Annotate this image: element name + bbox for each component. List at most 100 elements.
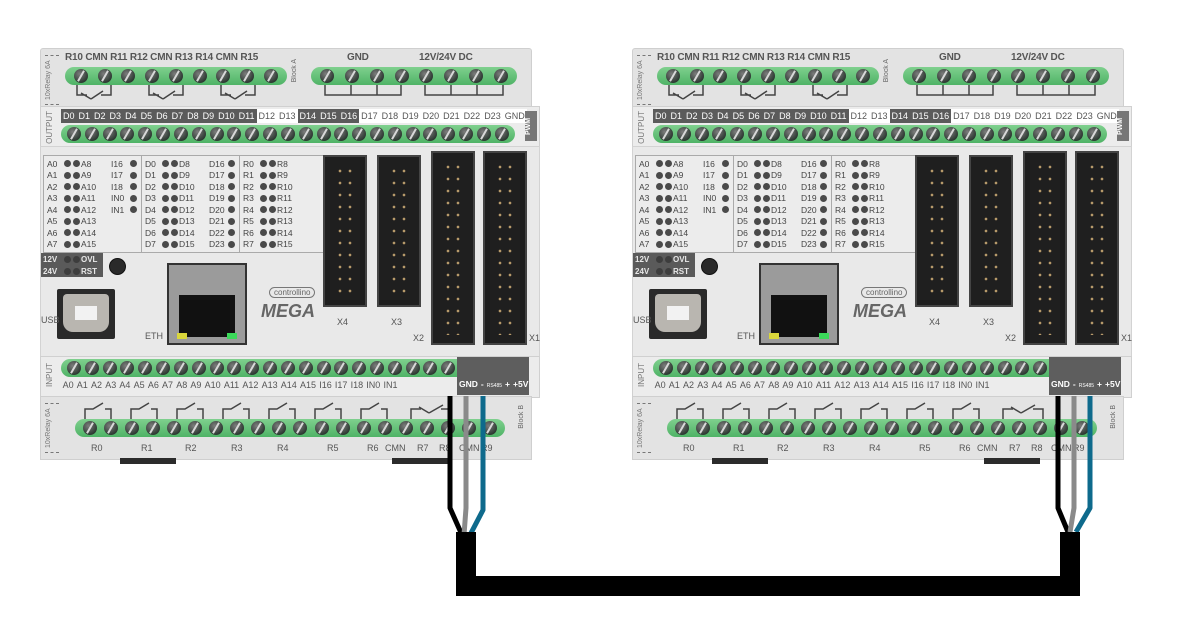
power-terminal-strip xyxy=(311,67,517,85)
output-pin-label: D5 xyxy=(138,109,155,123)
reset-button[interactable] xyxy=(701,258,718,275)
output-pin-label: D11 xyxy=(236,109,257,123)
rs485-minus-label: - xyxy=(480,379,484,389)
bottom-relay-label: R3 xyxy=(823,443,835,453)
output-pin-label: D3 xyxy=(107,109,124,123)
header-x1[interactable] xyxy=(1075,151,1119,345)
bottom-relay-label: R4 xyxy=(277,443,289,453)
eth-activity-led xyxy=(227,333,237,339)
input-pin-label: A3 xyxy=(697,380,709,390)
output-pin-label: D14 xyxy=(889,109,911,123)
din-rail-clip xyxy=(984,458,1040,464)
eth-link-led xyxy=(177,333,187,339)
ethernet-port[interactable] xyxy=(167,263,247,345)
bottom-relay-label: R8 xyxy=(439,443,451,453)
eth-activity-led xyxy=(819,333,829,339)
output-pin-label: D10 xyxy=(808,109,829,123)
output-pin-label: D6 xyxy=(746,109,762,123)
main-cable xyxy=(456,532,1080,596)
relay-contact-symbols xyxy=(668,85,848,100)
output-terminal-strip xyxy=(61,125,515,143)
output-pin-label: D5 xyxy=(730,109,747,123)
output-pin-label: D4 xyxy=(715,109,731,123)
input-pin-label: A14 xyxy=(872,380,889,390)
power-bridge-symbols xyxy=(916,85,1096,96)
din-rail-clip xyxy=(712,458,768,464)
header-x4-label: X4 xyxy=(929,317,941,327)
output-terminal-strip xyxy=(653,125,1107,143)
wire-minus-b xyxy=(1067,396,1077,533)
bottom-relay-terminal-strip xyxy=(75,419,505,437)
output-pin-label: D7 xyxy=(169,109,186,123)
input-pin-label: A0 xyxy=(654,380,666,390)
input-pin-label: A1 xyxy=(668,380,680,390)
input-pin-label: A3 xyxy=(105,380,117,390)
header-x2[interactable] xyxy=(431,151,475,345)
input-pin-label: A15 xyxy=(891,380,908,390)
output-pin-label: D19 xyxy=(400,109,421,123)
input-pin-label: IN0 xyxy=(366,380,381,390)
output-pin-label: D2 xyxy=(684,109,700,123)
usb-port[interactable]: USB xyxy=(633,289,707,339)
input-pin-label: A2 xyxy=(683,380,695,390)
input-pin-label: A1 xyxy=(76,380,88,390)
input-pin-label: I17 xyxy=(334,380,348,390)
header-x3[interactable] xyxy=(377,155,421,307)
input-pin-label: A10 xyxy=(796,380,813,390)
header-x2[interactable] xyxy=(1023,151,1067,345)
output-pin-label: D11 xyxy=(828,109,849,123)
header-x4[interactable] xyxy=(915,155,959,307)
bottom-relay-contact-symbols xyxy=(676,402,1044,419)
input-pin-label: A15 xyxy=(299,380,316,390)
ethernet-port[interactable] xyxy=(759,263,839,345)
rs485-terminal-box: GND - RS485 + +5V xyxy=(457,357,529,395)
output-pin-label: D19 xyxy=(992,109,1013,123)
input-pin-label: A4 xyxy=(711,380,723,390)
rs485-plus-label: + xyxy=(1097,379,1102,389)
bottom-relay-label: CMN xyxy=(977,443,998,453)
rs485-plus-label: + xyxy=(505,379,510,389)
relay-contact-symbols xyxy=(76,85,256,100)
header-x4[interactable] xyxy=(323,155,367,307)
header-x2-label: X2 xyxy=(413,333,425,343)
output-pin-label: D16 xyxy=(338,109,360,123)
input-pin-label: I17 xyxy=(926,380,940,390)
input-pin-label: A4 xyxy=(119,380,131,390)
output-pin-label: D21 xyxy=(1033,109,1054,123)
bottom-relay-label: R7 xyxy=(1009,443,1021,453)
input-pin-label: IN1 xyxy=(975,380,990,390)
header-x1[interactable] xyxy=(483,151,527,345)
reset-button[interactable] xyxy=(109,258,126,275)
input-pin-label: IN0 xyxy=(958,380,973,390)
input-pin-label: A0 xyxy=(62,380,74,390)
output-pin-label: D15 xyxy=(910,109,931,123)
header-x3[interactable] xyxy=(969,155,1013,307)
usb-port[interactable]: USB xyxy=(41,289,115,339)
rs485-gnd-label: GND xyxy=(459,379,478,389)
